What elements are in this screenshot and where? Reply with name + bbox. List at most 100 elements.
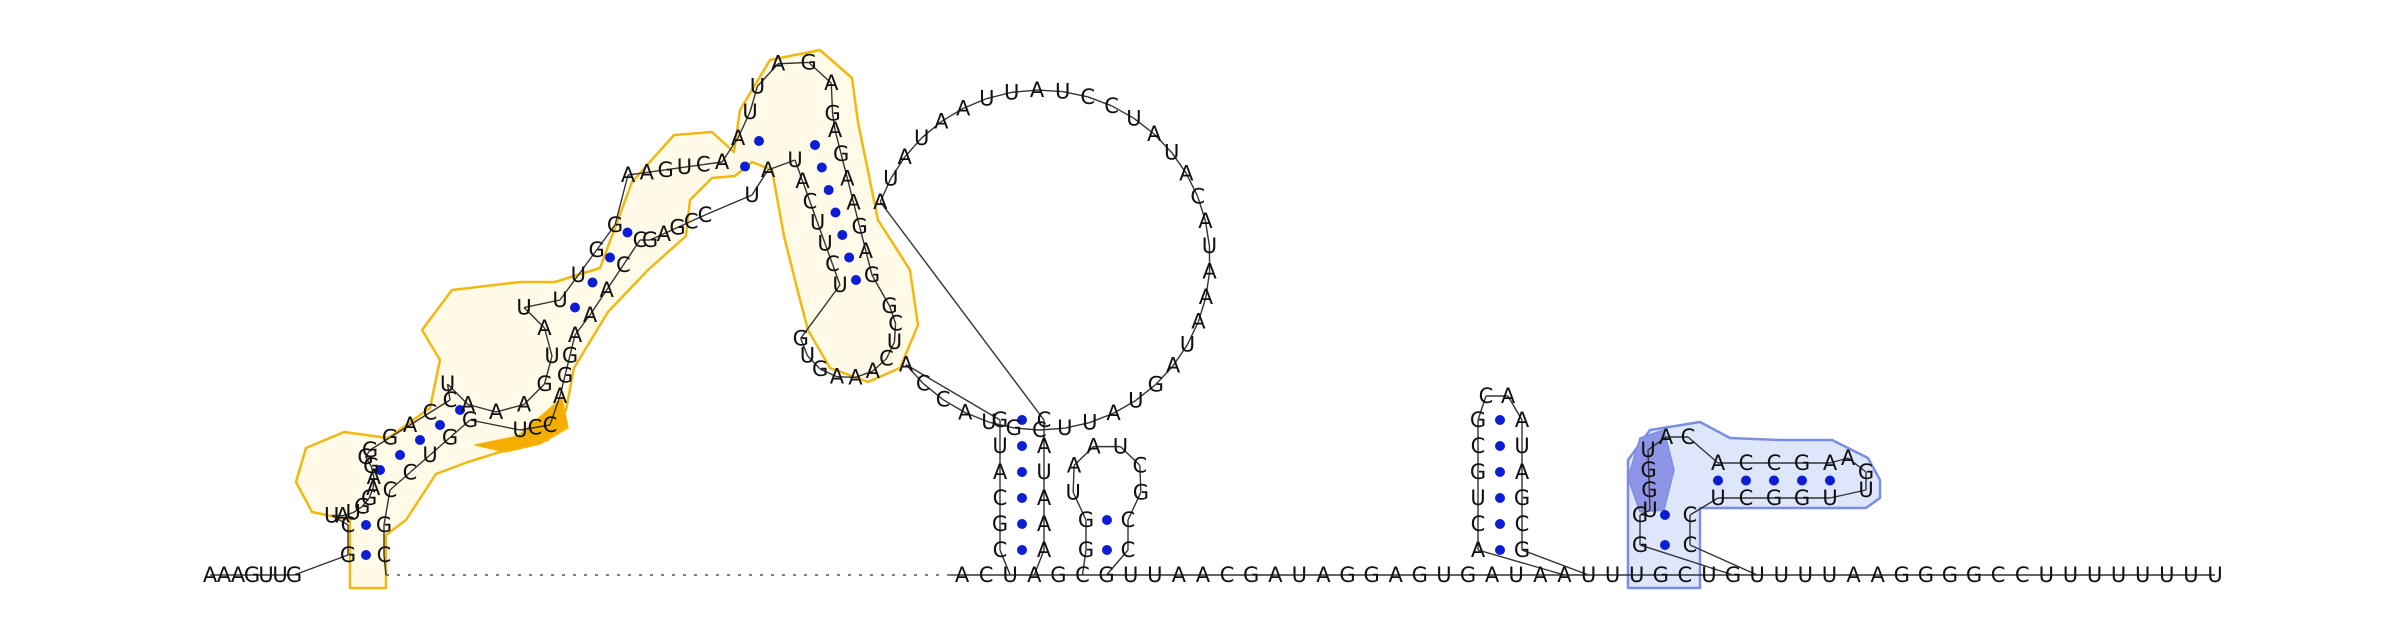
strand-nucleotide: A bbox=[1557, 563, 1572, 587]
terminator-nucleotide: G bbox=[1766, 486, 1782, 510]
domain1-nucleotide: G bbox=[801, 50, 817, 74]
domain1-nucleotide: C bbox=[543, 413, 558, 437]
terminator-nucleotide: G bbox=[1794, 451, 1810, 475]
domain1-nucleotide: U bbox=[787, 148, 802, 172]
strand-nucleotide: G bbox=[1098, 563, 1114, 587]
backbone-lines bbox=[210, 61, 2215, 576]
strand-nucleotide: G bbox=[1966, 563, 1982, 587]
domain1-nucleotide: G bbox=[354, 495, 370, 519]
domain1-nucleotide: C bbox=[341, 513, 356, 537]
backbone-segment bbox=[429, 399, 451, 414]
backbone-segment bbox=[549, 395, 561, 426]
domain2-nucleotide: A bbox=[1166, 354, 1181, 378]
strand-nucleotide: U bbox=[2159, 563, 2174, 587]
domain2-nucleotide: C bbox=[993, 538, 1008, 562]
strand-nucleotide: G bbox=[1363, 563, 1379, 587]
backbone-segment bbox=[564, 355, 571, 376]
terminator-nucleotide: C bbox=[1681, 425, 1696, 449]
backbone-segment bbox=[846, 178, 855, 203]
strand-nucleotide: A bbox=[203, 563, 218, 587]
backbone-segment bbox=[1072, 492, 1087, 521]
domain2-nucleotide: A bbox=[1030, 78, 1045, 102]
backbone-segment bbox=[1647, 436, 1667, 451]
domain3-nucleotide: A bbox=[1471, 538, 1486, 562]
strand-nucleotide: A bbox=[231, 563, 246, 587]
domain2-nucleotide: U bbox=[992, 434, 1007, 458]
base-pair-dot bbox=[1102, 545, 1112, 555]
domain1-nucleotide: G bbox=[362, 438, 378, 462]
backbone-segment bbox=[1647, 469, 1651, 491]
domain2-nucleotide: A bbox=[956, 96, 971, 120]
backbone-segment bbox=[1847, 457, 1867, 473]
domain1-nucleotide: A bbox=[461, 392, 476, 416]
base-pair-dot bbox=[1017, 415, 1027, 425]
backbone-segment bbox=[596, 224, 616, 251]
domain1-nucleotide: U bbox=[817, 231, 832, 255]
domain1-nucleotide: C bbox=[684, 209, 699, 233]
backbone-segment bbox=[808, 61, 832, 84]
backbone-segment bbox=[1639, 544, 1734, 576]
backbone-segment bbox=[543, 327, 553, 357]
backbone-segment bbox=[361, 497, 370, 507]
backbone-segment bbox=[1011, 89, 1038, 94]
strand-nucleotide: A bbox=[1389, 563, 1404, 587]
domain1-nucleotide: C bbox=[377, 543, 392, 567]
backbone-segment bbox=[1521, 549, 1589, 576]
domain1-nucleotide: A bbox=[640, 160, 655, 184]
backbone-segment bbox=[824, 243, 834, 265]
backbone-segment bbox=[1037, 89, 1063, 93]
backbone-segment bbox=[921, 121, 942, 139]
domain1-nucleotide: G bbox=[824, 102, 840, 126]
backbone-segment bbox=[1155, 365, 1174, 385]
domain2-nucleotide: G bbox=[1006, 416, 1022, 440]
backbone-segment bbox=[831, 263, 841, 286]
base-pair-dot bbox=[605, 252, 615, 263]
backbone-segment bbox=[872, 358, 887, 372]
backbone-segment bbox=[806, 355, 821, 370]
base-pair-dot bbox=[740, 161, 750, 172]
backbone-segment bbox=[1689, 497, 1719, 516]
backbone-segment bbox=[1186, 321, 1200, 345]
domain2-nucleotide: U bbox=[1057, 416, 1072, 440]
domain2-nucleotide: A bbox=[1199, 285, 1214, 309]
strand-nucleotide: C bbox=[1075, 563, 1090, 587]
backbone-segment bbox=[831, 113, 836, 131]
backbone-segment bbox=[879, 178, 892, 203]
backbone-segment bbox=[449, 419, 471, 439]
domain2-nucleotide: U bbox=[1004, 80, 1019, 104]
domain2-nucleotide: U bbox=[1036, 460, 1051, 484]
domain1-nucleotide: G bbox=[589, 238, 605, 262]
strand-nucleotide: U bbox=[1749, 563, 1764, 587]
base-pairs bbox=[361, 136, 1835, 560]
strand-nucleotide: U bbox=[1822, 563, 1837, 587]
strand-nucleotide: G bbox=[1460, 563, 1476, 587]
domain1-nucleotide: U bbox=[744, 183, 759, 207]
backbone-segment bbox=[800, 338, 809, 356]
domain3-nucleotide: A bbox=[1501, 384, 1516, 408]
terminator-nucleotide: G bbox=[1794, 486, 1810, 510]
base-pair-dot bbox=[1017, 467, 1027, 477]
backbone-segment bbox=[469, 419, 521, 431]
domain1-nucleotide: U bbox=[346, 501, 361, 525]
domain1-nucleotide: C bbox=[423, 401, 438, 425]
strand-nucleotide: A bbox=[1172, 563, 1187, 587]
backbone-segment bbox=[534, 424, 551, 429]
strand-nucleotide: G bbox=[1339, 563, 1355, 587]
domain2-nucleotide: C bbox=[1104, 94, 1119, 118]
backbone-segment bbox=[383, 489, 391, 526]
backbone-segment bbox=[446, 383, 451, 401]
domain1-nucleotide: C bbox=[633, 228, 648, 252]
strand-nucleotide: G bbox=[1412, 563, 1428, 587]
backbone-segment bbox=[751, 169, 769, 196]
domain2-nucleotide: A bbox=[1037, 486, 1052, 510]
domain1-nucleotide: U bbox=[544, 344, 559, 368]
domain1-nucleotide: A bbox=[846, 191, 861, 215]
strand-nucleotide: U bbox=[258, 563, 273, 587]
domain1-nucleotide: A bbox=[731, 126, 746, 150]
backbone-segment bbox=[704, 194, 753, 216]
strand-nucleotide: U bbox=[1436, 563, 1451, 587]
backbone-segment bbox=[447, 383, 469, 405]
domain2-nucleotide: U bbox=[1202, 234, 1217, 258]
terminator-highlight-loop bbox=[1627, 429, 1675, 513]
backbone-segment bbox=[1829, 489, 1867, 499]
